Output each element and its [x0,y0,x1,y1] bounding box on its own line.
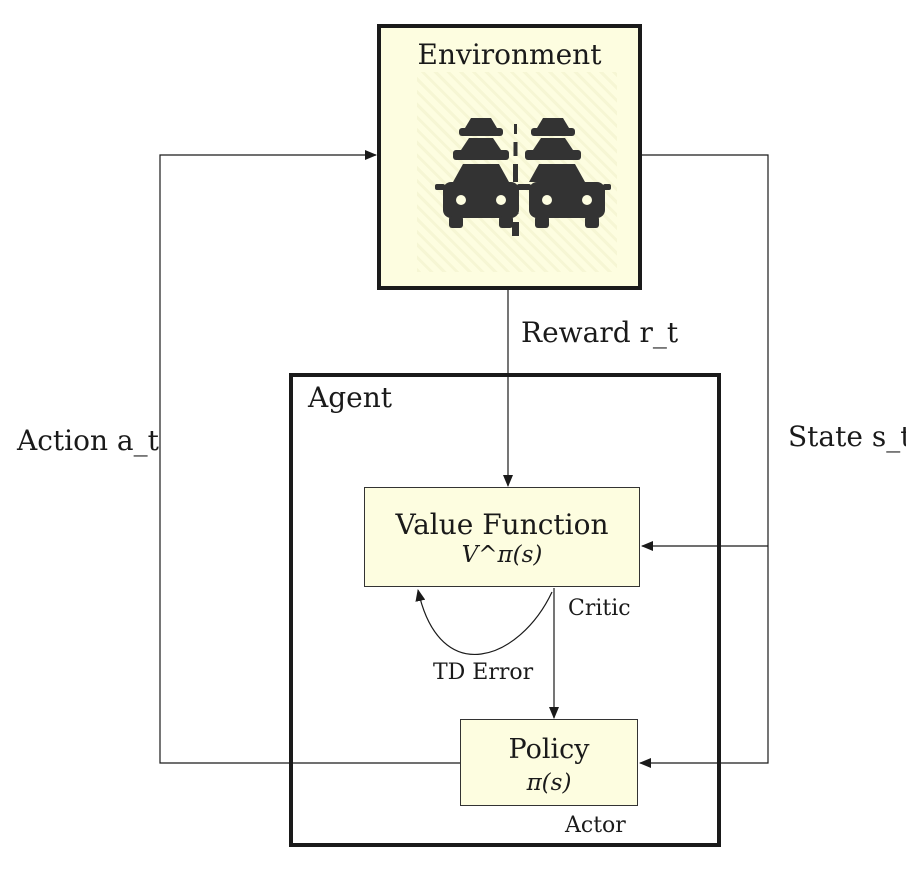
agent-box: Agent [289,373,721,847]
policy-box: Policy π(s) [460,719,638,806]
policy-expression: π(s) [526,770,572,796]
value-function-expression: V^π(s) [461,542,543,568]
reward-label: Reward r_t [521,316,679,349]
critic-label: Critic [568,596,631,621]
policy-title: Policy [508,734,590,765]
td-error-label: TD Error [433,660,534,685]
action-label: Action a_t [17,424,159,457]
value-function-title: Value Function [395,508,609,541]
environment-title: Environment [417,38,602,71]
agent-title: Agent [308,381,392,414]
actor-label: Actor [565,813,626,838]
environment-box: Environment [377,24,642,290]
state-edge-main [638,154,769,768]
value-function-box: Value Function V^π(s) [364,487,640,587]
action-edge [159,150,464,764]
traffic-cars-icon [435,118,611,236]
state-label: State s_t [788,420,906,453]
td-error-curve [415,589,553,655]
